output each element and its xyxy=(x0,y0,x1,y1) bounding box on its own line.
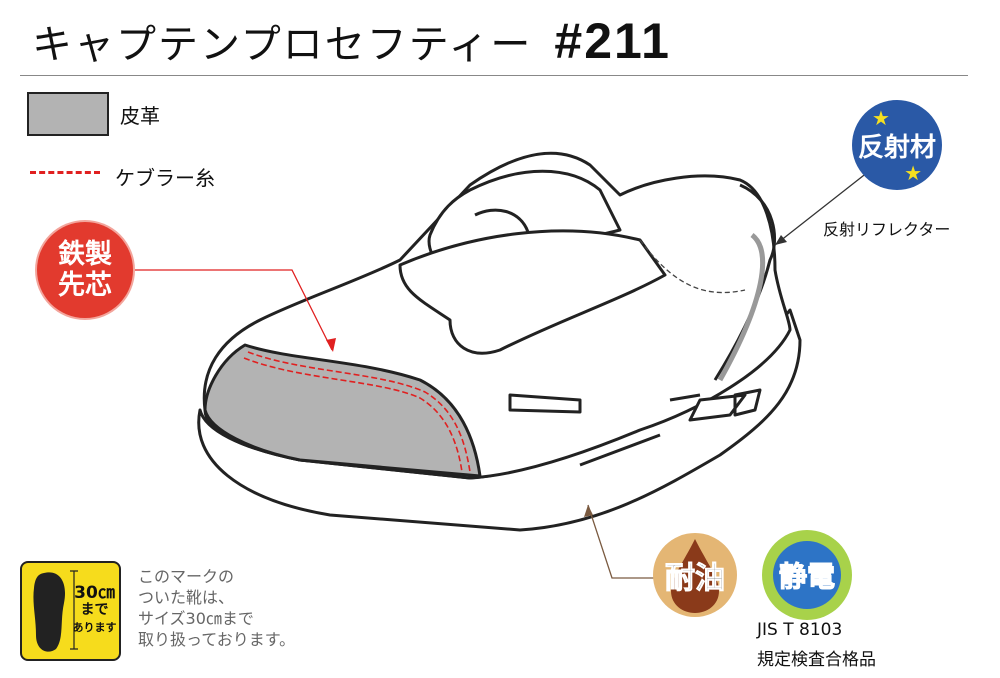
reflector-callout-label: 反射リフレクター xyxy=(823,220,951,239)
reflector-strip xyxy=(717,233,765,382)
star-icon: ★ xyxy=(872,105,890,130)
size-icon-line1: 30㎝ xyxy=(74,583,115,603)
leather-legend-swatch xyxy=(27,92,109,136)
size-note-line: ついた靴は、 xyxy=(138,588,235,607)
size-icon-line2: まで xyxy=(80,602,109,618)
steel-toe-badge: 鉄製先芯 xyxy=(37,222,133,318)
size-note-line: サイズ30㎝まで xyxy=(138,609,254,628)
size-note: このマークの ついた靴は、 サイズ30㎝まで 取り扱っております。 xyxy=(138,566,295,650)
insole-icon xyxy=(33,570,78,652)
leather-legend-label: 皮革 xyxy=(120,104,160,128)
product-name: キャプテンプロセフティー xyxy=(32,22,533,68)
oil-drop-icon xyxy=(671,539,719,613)
oil-callout-line xyxy=(587,504,655,579)
divider xyxy=(20,75,968,76)
oil-resistant-label: 耐油 xyxy=(665,561,726,597)
page-title: キャプテンプロセフティー #211 xyxy=(32,12,671,70)
size-note-line: 取り扱っております。 xyxy=(138,630,296,649)
size-note-line: このマークの xyxy=(138,567,235,586)
antistatic-badge: 静電 xyxy=(762,530,852,620)
steel-toe-line2: 先芯 xyxy=(58,270,112,301)
jis-certified: 規定検査合格品 xyxy=(757,650,876,670)
reflective-badge: ★ 反射材 ★ xyxy=(852,100,942,190)
oil-resistant-badge: 耐油 xyxy=(653,533,737,617)
shoe-heel xyxy=(713,183,777,381)
size-30cm-icon: 30㎝ まで あります xyxy=(20,561,121,661)
kevlar-legend-label: ケブラー糸 xyxy=(115,166,215,190)
reflective-badge-label: 反射材 xyxy=(857,132,936,163)
steel-toe-line1: 鉄製 xyxy=(58,239,112,270)
antistatic-label: 静電 xyxy=(773,541,841,609)
toe-cap-leather xyxy=(203,343,482,478)
star-icon: ★ xyxy=(904,160,922,185)
velcro-strap-2 xyxy=(398,229,667,355)
size-icon-line3: あります xyxy=(72,621,117,634)
kevlar-legend-swatch xyxy=(30,171,100,174)
steel-toe-callout-line xyxy=(135,269,333,351)
model-number: #211 xyxy=(554,13,671,69)
jis-standard: JIS T 8103 xyxy=(757,620,843,640)
reflector-callout-line xyxy=(774,171,869,246)
kevlar-stitch xyxy=(247,351,471,473)
